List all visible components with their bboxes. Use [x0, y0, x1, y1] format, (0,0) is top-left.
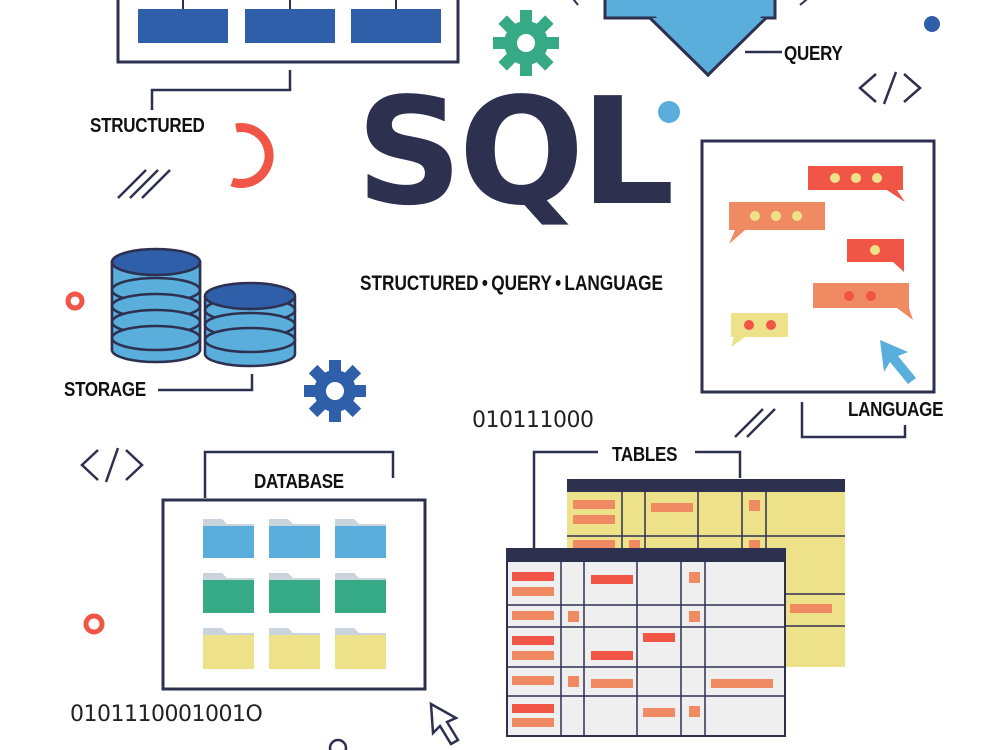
slash-lines-left — [117, 169, 171, 199]
label-structured: STRUCTURED — [90, 115, 205, 137]
cursor-arrow-icon — [429, 701, 460, 746]
label-query: QUERY — [784, 43, 843, 65]
gear-icon — [304, 360, 366, 422]
structured-panel — [116, 0, 460, 110]
language-panel — [700, 139, 936, 439]
gear-icon — [493, 10, 559, 76]
page-title: SQL — [356, 66, 675, 238]
dot-decoration — [924, 16, 940, 32]
folder-icon — [203, 628, 386, 669]
subtitle-word: LANGUAGE — [564, 272, 663, 295]
label-tables: TABLES — [612, 444, 678, 466]
dot-decoration — [658, 101, 680, 123]
binary-text-bottom: 0101110001001O — [70, 702, 263, 727]
code-brackets-icon — [80, 447, 144, 483]
subtitle: STRUCTURED•QUERY•LANGUAGE — [360, 272, 663, 296]
folder-icon — [203, 573, 386, 613]
subtitle-word: QUERY — [491, 272, 552, 295]
ring-decoration — [65, 291, 85, 311]
subtitle-word: STRUCTURED — [360, 272, 479, 295]
ring-decoration — [328, 738, 348, 750]
arc-decoration — [230, 123, 274, 189]
code-brackets-icon — [858, 71, 922, 105]
label-language: LANGUAGE — [848, 399, 944, 421]
folder-icon — [203, 519, 386, 558]
database-panel — [161, 450, 427, 691]
slash-lines-right — [734, 408, 776, 438]
label-storage: STORAGE — [64, 379, 146, 401]
label-database: DATABASE — [254, 471, 344, 493]
subtitle-separator: • — [555, 272, 562, 295]
ring-decoration — [83, 613, 105, 635]
tables-graphic — [506, 450, 845, 737]
cursor-arrow-icon — [880, 340, 916, 384]
binary-text-top: 010111000 — [472, 408, 594, 433]
database-cylinder-icon — [110, 247, 297, 392]
download-arrow-icon — [572, 0, 808, 78]
subtitle-separator: • — [481, 272, 488, 295]
